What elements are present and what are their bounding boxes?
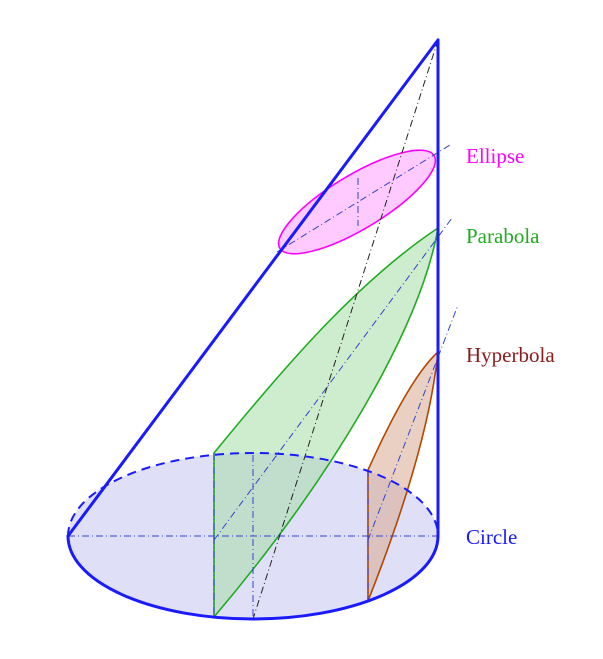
label-parabola: Parabola — [466, 224, 540, 248]
label-hyperbola: Hyperbola — [466, 343, 555, 367]
apex-axis-line — [252, 39, 439, 620]
cone-outline — [66, 38, 440, 621]
base-circle-back-edge — [67, 452, 439, 537]
label-circle: Circle — [466, 525, 517, 549]
construction-lines — [68, 144, 459, 619]
hyperbola-section — [367, 350, 440, 602]
label-ellipse: Ellipse — [466, 144, 524, 168]
